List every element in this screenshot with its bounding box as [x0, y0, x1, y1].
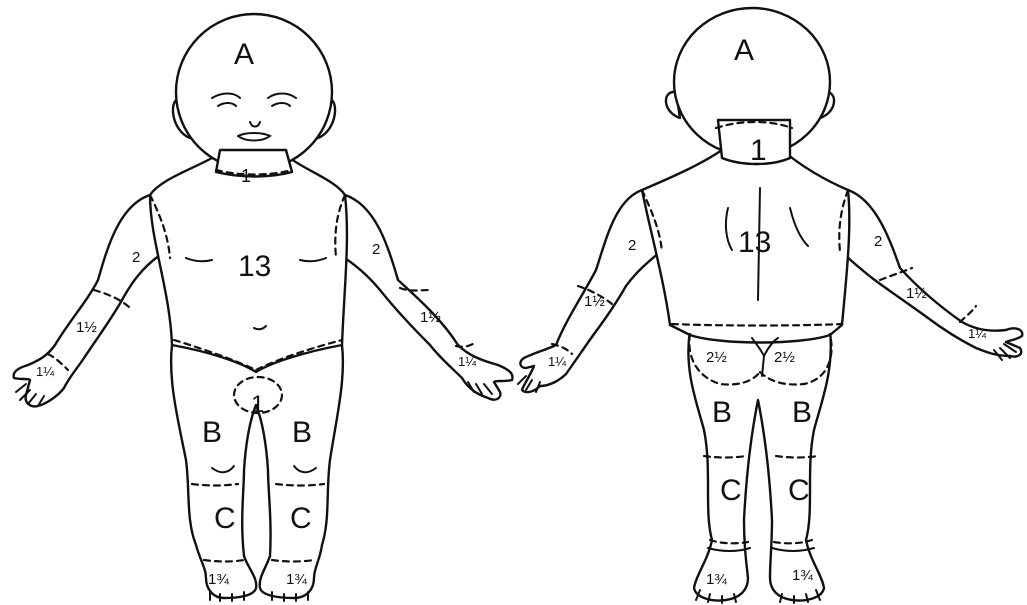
back-upper-arm-right-label: 2	[874, 233, 882, 250]
back-wrist-right	[960, 306, 976, 322]
front-foot-left-label: 1¾	[286, 571, 307, 588]
front-left-arm-outline	[340, 195, 512, 400]
front-upper-arm-left-label: 2	[372, 241, 380, 258]
back-foot-right-label: 1¾	[792, 567, 813, 584]
front-leg-left-label: C	[290, 502, 312, 535]
back-leg-left-label: C	[720, 474, 742, 507]
front-elbow-left	[400, 288, 432, 291]
front-forearm-right-label: 1½	[76, 319, 97, 336]
back-buttock-left-label: 2½	[706, 349, 727, 366]
back-thigh-left-label: B	[712, 396, 732, 429]
front-neck-label: 1	[241, 166, 251, 186]
back-hand-right-label: 1¼	[968, 326, 986, 341]
back-upper-arm-left-label: 2	[628, 237, 636, 254]
back-neck-label: 1	[750, 134, 767, 167]
back-leg-right-label: C	[788, 474, 810, 507]
front-forearm-left-label: 1½	[420, 309, 441, 326]
back-legs-outline	[688, 330, 830, 601]
front-trunk-label: 13	[238, 250, 271, 283]
back-figure: A 1 13 2 2 1½ 1½ 1¼ 1¼ 2½ 2½ B B C C 1¾ …	[518, 8, 1022, 603]
front-head-label: A	[234, 38, 254, 71]
back-trunk-label: 13	[738, 226, 771, 259]
back-hand-left-label: 1¼	[548, 354, 566, 369]
back-buttock-right-label: 2½	[774, 349, 795, 366]
front-hand-left-label: 1¼	[458, 354, 476, 369]
front-legs-outline	[171, 345, 343, 598]
front-upper-arm-right-label: 2	[132, 249, 140, 266]
front-genital-label: 1	[251, 391, 264, 418]
back-foot-left-label: 1¾	[706, 571, 727, 588]
back-forearm-right-label: 1½	[906, 285, 927, 302]
back-head-label: A	[734, 34, 754, 67]
back-thigh-right-label: B	[792, 396, 812, 429]
front-thigh-left-label: B	[292, 416, 312, 449]
front-thigh-right-label: B	[202, 416, 222, 449]
front-foot-right-label: 1¾	[208, 571, 229, 588]
front-hand-right-label: 1¼	[36, 364, 54, 379]
back-right-arm-outline	[842, 190, 1022, 357]
front-figure: A 1 13 2 2 1½ 1½ 1¼ 1¼ 1 B B C C 1¾ 1¾	[14, 14, 513, 601]
front-leg-right-label: C	[214, 502, 236, 535]
back-forearm-left-label: 1½	[584, 293, 605, 310]
